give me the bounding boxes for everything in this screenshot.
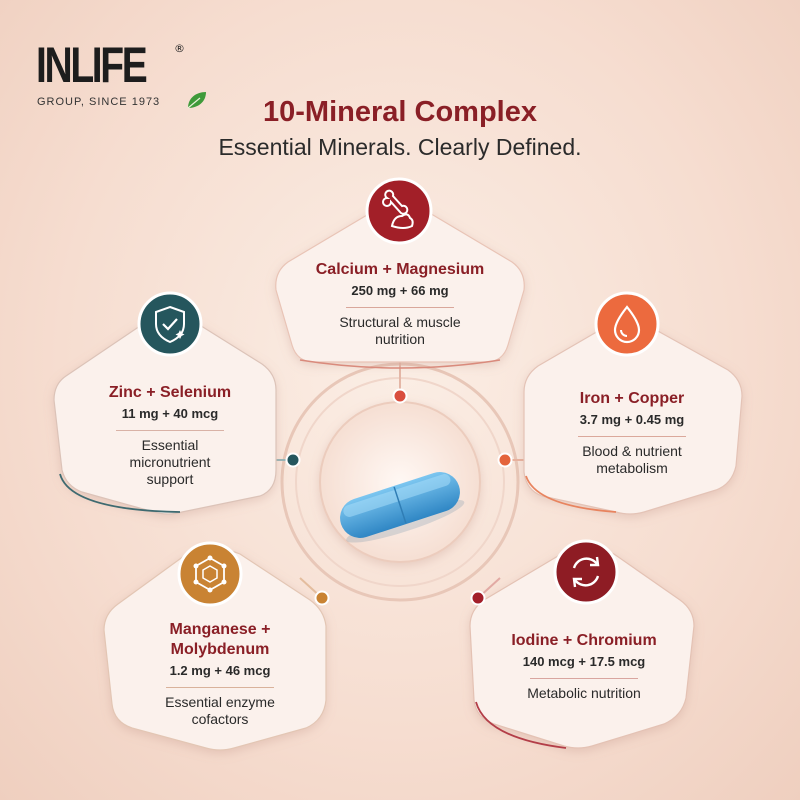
- card-zinc: Zinc + Selenium 11 mg + 40 mcg Essential…: [80, 383, 260, 488]
- card-benefit: Essential enzyme cofactors: [165, 694, 275, 727]
- ring-dot-calcium: [392, 388, 408, 404]
- card-shape-iron: [523, 323, 743, 515]
- ring-dot-iron: [497, 452, 513, 468]
- divider: [166, 687, 274, 688]
- card-iodine: Iodine + Chromium 140 mcg + 17.5 mcg Met…: [486, 631, 682, 702]
- brand-name: INLIFE: [36, 37, 148, 93]
- card-dose: 3.7 mg + 0.45 mg: [579, 412, 685, 427]
- card-accent-calcium: [299, 359, 501, 369]
- tablet-pill: [340, 472, 465, 543]
- card-title: Manganese + Molybdenum: [169, 621, 271, 658]
- headline: 10-Mineral Complex: [263, 96, 537, 128]
- drop-icon: [593, 290, 661, 362]
- card-iron: Iron + Copper 3.7 mg + 0.45 mg Blood & n…: [540, 389, 724, 477]
- cycle-arrows-icon: [552, 538, 620, 610]
- card-title: Zinc + Selenium: [108, 384, 232, 401]
- card-shape-calcium: [275, 204, 525, 363]
- card-accent-iron: [525, 475, 617, 513]
- divider: [530, 678, 638, 679]
- card-shape-zinc: [53, 317, 277, 515]
- card-benefit: Blood & nutrient metabolism: [582, 443, 682, 476]
- brand-tagline: GROUP, SINCE 1973: [37, 96, 161, 108]
- divider: [116, 430, 224, 431]
- card-benefit: Metabolic nutrition: [527, 685, 641, 701]
- card-dose: 11 mg + 40 mcg: [121, 406, 219, 421]
- card-benefit: Structural & muscle nutrition: [339, 314, 461, 347]
- card-manganese: Manganese + Molybdenum 1.2 mg + 46 mcg E…: [130, 620, 310, 728]
- molecule-icon: [176, 540, 244, 612]
- card-shape-manganese: [103, 548, 327, 751]
- card-accent-zinc: [59, 473, 181, 513]
- card-dose: 250 mg + 66 mg: [351, 283, 449, 298]
- subheadline: Essential Minerals. Clearly Defined.: [218, 134, 582, 160]
- card-dose: 140 mcg + 17.5 mcg: [522, 654, 646, 669]
- registered-mark: ®: [174, 42, 185, 55]
- ring-dot-zinc: [285, 452, 301, 468]
- card-title: Iodine + Chromium: [511, 632, 657, 649]
- card-benefit: Essential micronutrient support: [129, 437, 211, 487]
- ring-dot-iodine: [470, 590, 486, 606]
- bone-muscle-icon: [364, 176, 434, 250]
- divider: [578, 436, 686, 437]
- card-dose: 1.2 mg + 46 mcg: [169, 663, 271, 678]
- shield-check-icon: [136, 290, 204, 362]
- leaf-icon: [187, 92, 206, 109]
- divider: [346, 307, 454, 308]
- card-calcium: Calcium + Magnesium 250 mg + 66 mg Struc…: [280, 260, 520, 348]
- card-accent-iodine: [475, 701, 567, 749]
- card-title: Calcium + Magnesium: [315, 261, 485, 278]
- card-title: Iron + Copper: [579, 390, 685, 407]
- ring-dot-manganese: [314, 590, 330, 606]
